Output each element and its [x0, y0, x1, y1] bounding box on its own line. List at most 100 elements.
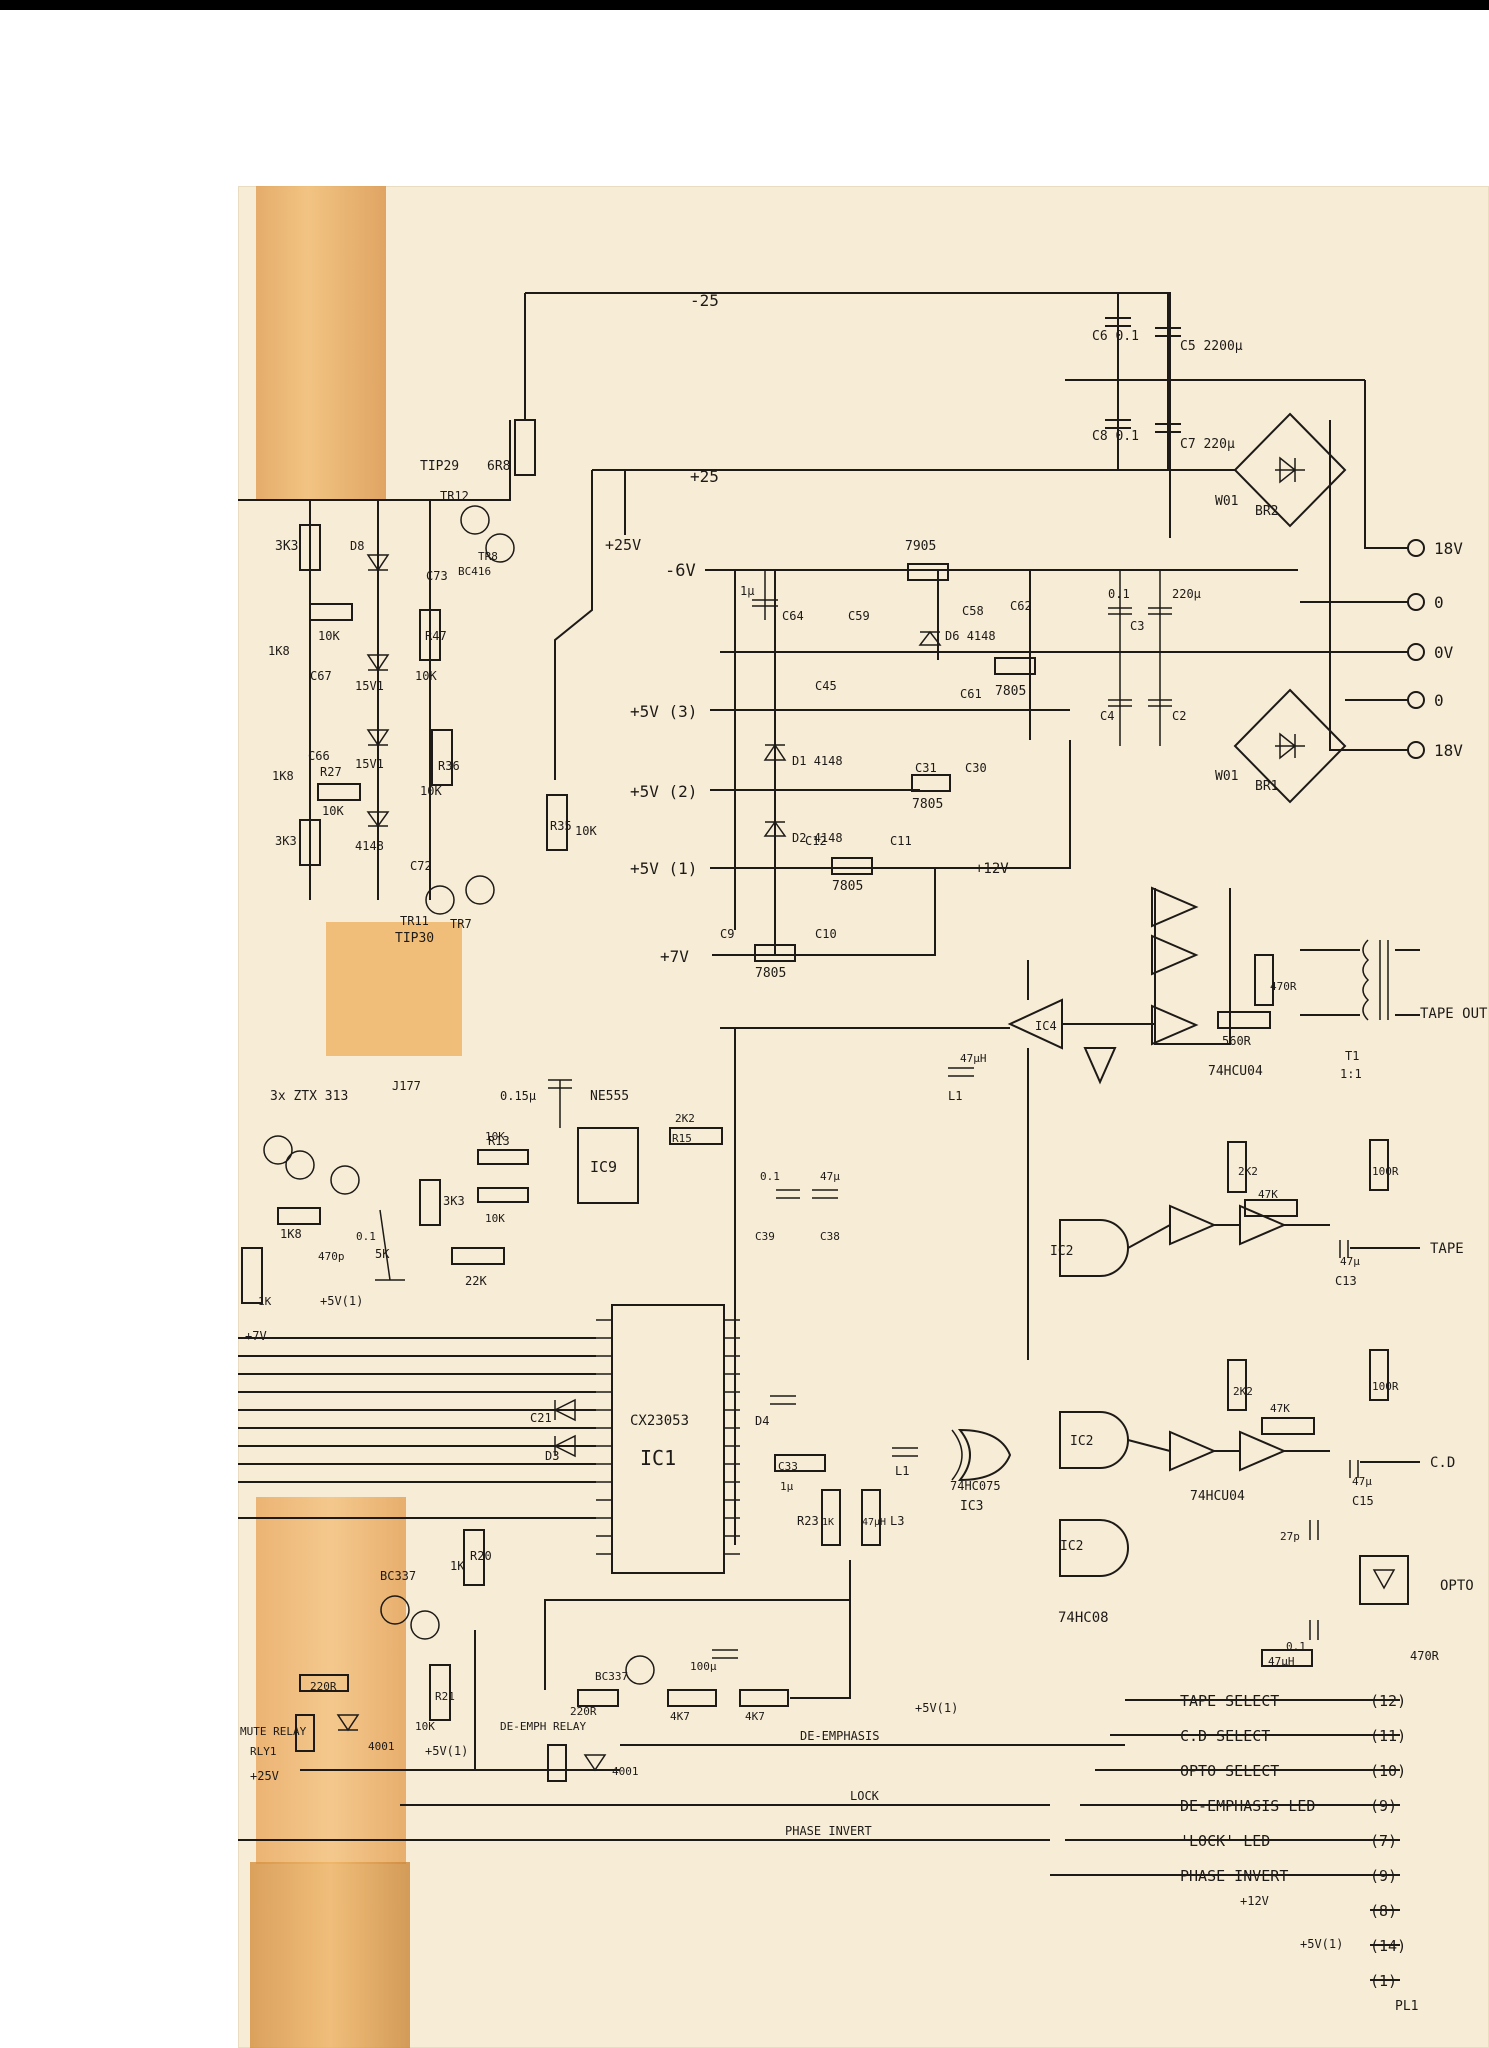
- svg-text:TR7: TR7: [450, 917, 472, 931]
- svg-text:470R: 470R: [1270, 980, 1297, 993]
- rail-p7v-label: +7V: [660, 947, 689, 966]
- svg-text:C38: C38: [820, 1230, 840, 1243]
- bridge-br1: [1233, 688, 1347, 804]
- svg-text:IC2: IC2: [1070, 1434, 1093, 1449]
- svg-text:1µ: 1µ: [740, 584, 754, 598]
- de-emph-relay: [547, 1744, 567, 1782]
- svg-text:100R: 100R: [1372, 1380, 1399, 1393]
- ic9-part: NE555: [590, 1089, 629, 1104]
- svg-text:(8): (8): [1370, 1902, 1397, 1920]
- svg-text:C3: C3: [1130, 619, 1144, 633]
- svg-text:(9): (9): [1370, 1867, 1397, 1885]
- br1-label: BR1: [1255, 779, 1278, 794]
- svg-text:TIP30: TIP30: [395, 931, 434, 946]
- svg-text:1K8: 1K8: [272, 769, 294, 783]
- svg-text:R20: R20: [470, 1549, 492, 1563]
- pin-tape-select-label: TAPE SELECT: [1180, 1692, 1279, 1710]
- connector-pin-0v: 0V: [1434, 643, 1454, 662]
- fet1-part: J177: [392, 1079, 421, 1093]
- svg-text:+5V(1): +5V(1): [320, 1294, 363, 1308]
- svg-text:DE-EMPH RELAY: DE-EMPH RELAY: [500, 1720, 586, 1733]
- svg-text:3K3: 3K3: [275, 539, 298, 554]
- svg-text:0.15µ: 0.15µ: [500, 1089, 536, 1103]
- rail-p12v-label: +12V: [975, 861, 1009, 877]
- svg-text:R13: R13: [488, 1134, 510, 1148]
- svg-text:C10: C10: [815, 927, 837, 941]
- svg-text:C21: C21: [530, 1411, 552, 1425]
- svg-text:C30: C30: [965, 761, 987, 775]
- c8-label: C8 0.1: [1092, 429, 1139, 444]
- svg-text:L1: L1: [895, 1464, 909, 1478]
- svg-text:RLY1: RLY1: [250, 1745, 277, 1758]
- tape-strip-bottom: [250, 1862, 410, 2048]
- svg-text:C66: C66: [308, 749, 330, 763]
- svg-text:+5V(1): +5V(1): [915, 1701, 958, 1715]
- svg-text:C67: C67: [310, 669, 332, 683]
- svg-text:R23: R23: [797, 1514, 819, 1528]
- svg-text:100µ: 100µ: [690, 1660, 717, 1673]
- reg5: [994, 657, 1036, 675]
- rail-neg25-label: -25: [690, 291, 719, 310]
- svg-text:2K2: 2K2: [1238, 1165, 1258, 1178]
- scanner-edge: [0, 0, 1489, 10]
- rail-p5v1-label: +5V (1): [630, 859, 697, 878]
- svg-text:R27: R27: [320, 765, 342, 779]
- svg-text:C12: C12: [805, 834, 827, 848]
- svg-text:PL1: PL1: [1395, 1999, 1418, 2014]
- svg-text:47K: 47K: [1270, 1402, 1290, 1415]
- tape-strip-middle: [326, 922, 462, 1056]
- svg-text:C61: C61: [960, 687, 982, 701]
- svg-text:BC416: BC416: [458, 565, 491, 578]
- c6-label: C6 0.1: [1092, 329, 1139, 344]
- svg-text:47µ: 47µ: [1352, 1475, 1372, 1488]
- connector-pin-18v-top: 18V: [1434, 539, 1463, 558]
- d6-label: D6 4148: [945, 629, 996, 643]
- svg-text:10K: 10K: [415, 669, 437, 683]
- svg-text:C73: C73: [426, 569, 448, 583]
- svg-text:+7V: +7V: [245, 1329, 267, 1343]
- svg-text:C39: C39: [755, 1230, 775, 1243]
- reg2-part: 7805: [755, 966, 786, 981]
- svg-text:2K2: 2K2: [1233, 1385, 1253, 1398]
- svg-text:220R: 220R: [570, 1705, 597, 1718]
- reg3: [911, 774, 951, 792]
- svg-text:10K: 10K: [322, 804, 344, 818]
- ic6-inverter-a: [1151, 1004, 1199, 1046]
- svg-text:R47: R47: [425, 629, 447, 643]
- svg-text:C9: C9: [720, 927, 734, 941]
- svg-text:D3: D3: [545, 1449, 559, 1463]
- opto-label: OPTO: [1440, 1578, 1474, 1594]
- ic1-ref: IC1: [640, 1446, 676, 1470]
- svg-text:TR8: TR8: [478, 550, 498, 563]
- svg-text:BC337: BC337: [595, 1670, 628, 1683]
- svg-text:3K3: 3K3: [275, 834, 297, 848]
- svg-text:C4: C4: [1100, 709, 1114, 723]
- svg-text:(7): (7): [1370, 1832, 1397, 1850]
- svg-text:(11): (11): [1370, 1727, 1406, 1745]
- connector-pin-18v-bottom: 18V: [1434, 741, 1463, 760]
- svg-text:(9): (9): [1370, 1797, 1397, 1815]
- de-emphasis-net-label: DE-EMPHASIS: [800, 1729, 879, 1743]
- reg1-part: 7805: [832, 879, 863, 894]
- svg-text:10K: 10K: [485, 1130, 505, 1143]
- reg4: [907, 563, 949, 581]
- svg-text:R21: R21: [435, 1690, 455, 1703]
- connector-pin-0-b: 0: [1434, 691, 1444, 710]
- svg-text:+5V(1): +5V(1): [425, 1744, 468, 1758]
- br2-label: BR2: [1255, 504, 1278, 519]
- svg-text:C33: C33: [778, 1460, 798, 1473]
- rail-pos25v-label: +25V: [605, 536, 641, 554]
- svg-text:47µH: 47µH: [960, 1052, 987, 1065]
- svg-text:C45: C45: [815, 679, 837, 693]
- svg-text:C58: C58: [962, 604, 984, 618]
- svg-text:220R: 220R: [310, 1680, 337, 1693]
- c7-label: C7 220µ: [1180, 437, 1235, 452]
- ic6-part-bottom: 74HCU04: [1190, 1489, 1245, 1504]
- svg-text:47µ: 47µ: [820, 1170, 840, 1183]
- br2-part: W01: [1215, 494, 1238, 509]
- svg-text:(12): (12): [1370, 1692, 1406, 1710]
- svg-text:27p: 27p: [1280, 1530, 1300, 1543]
- svg-text:5K: 5K: [375, 1247, 390, 1261]
- svg-text:L3: L3: [890, 1514, 904, 1528]
- d2-label: D2 4148: [792, 831, 843, 845]
